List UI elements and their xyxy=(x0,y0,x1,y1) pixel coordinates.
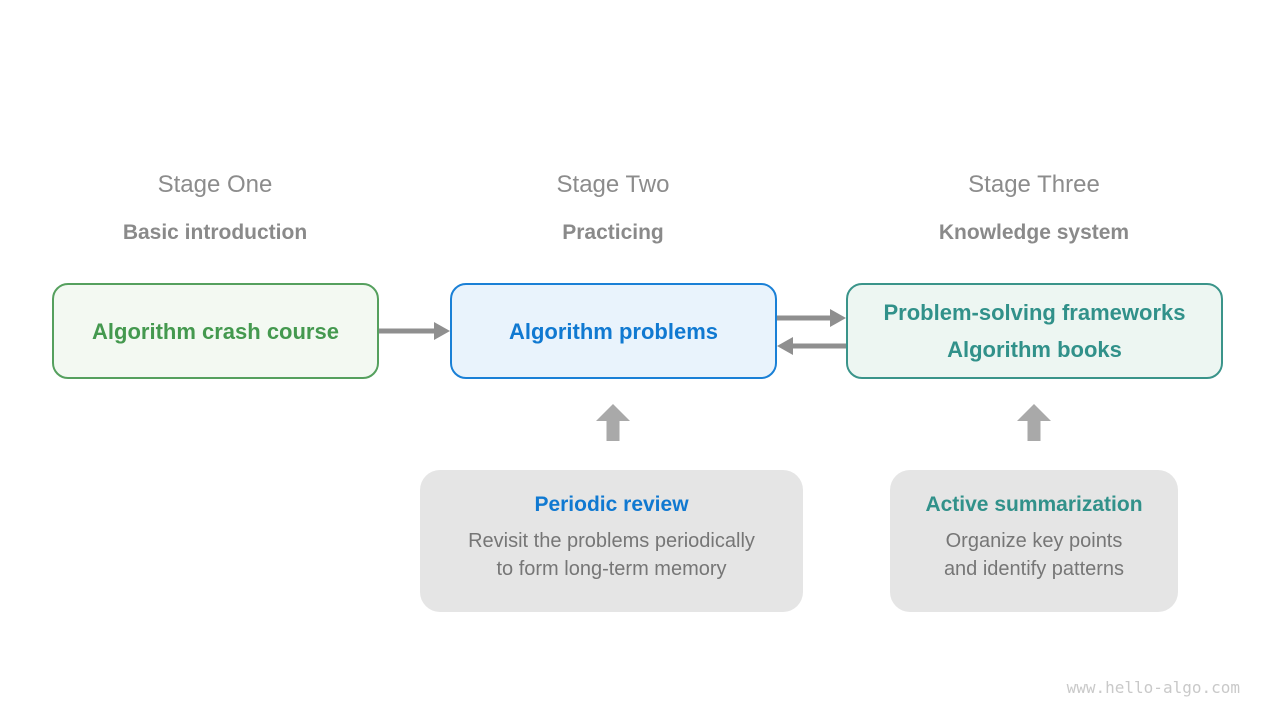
stage-one-subtitle: Basic introduction xyxy=(122,221,308,244)
active-summarization-description: Organize key points and identify pattern… xyxy=(890,527,1178,583)
periodic-review-description: Revisit the problems periodically to for… xyxy=(420,527,803,583)
active-summarization-title: Active summarization xyxy=(925,493,1143,516)
stage-one-title: Stage One xyxy=(157,171,273,198)
periodic-review-line1: Revisit the problems periodically xyxy=(468,530,755,552)
stage-two-title: Stage Two xyxy=(556,171,670,198)
periodic-review-panel: Periodic review Revisit the problems per… xyxy=(420,470,803,612)
watermark: www.hello-algo.com xyxy=(1066,678,1240,697)
algorithm-problems-label: Algorithm problems xyxy=(508,318,718,344)
stage-two-subtitle: Practicing xyxy=(562,221,664,244)
arrow-right-icon xyxy=(379,322,450,340)
arrow-right-icon xyxy=(777,309,846,327)
algorithm-crash-course-box: Algorithm crash course xyxy=(52,283,379,379)
algorithm-crash-course-label: Algorithm crash course xyxy=(92,318,339,344)
periodic-review-title: Periodic review xyxy=(534,493,689,516)
active-summarization-line1: Organize key points xyxy=(945,530,1123,552)
arrow-left-icon xyxy=(777,337,846,355)
stage-three-subtitle: Knowledge system xyxy=(938,221,1130,244)
active-summarization-panel: Active summarization Organize key points… xyxy=(890,470,1178,612)
stage-three-title: Stage Three xyxy=(968,171,1100,198)
problem-solving-frameworks-label: Problem-solving frameworks xyxy=(883,300,1186,325)
algorithm-problems-box: Algorithm problems xyxy=(450,283,777,379)
knowledge-system-box: Problem-solving frameworks Algorithm boo… xyxy=(846,283,1223,379)
active-summarization-line2: and identify patterns xyxy=(943,558,1125,580)
arrow-up-icon xyxy=(596,404,630,441)
algorithm-books-label: Algorithm books xyxy=(947,337,1122,362)
arrow-up-icon xyxy=(1017,404,1051,441)
periodic-review-line2: to form long-term memory xyxy=(496,558,727,580)
